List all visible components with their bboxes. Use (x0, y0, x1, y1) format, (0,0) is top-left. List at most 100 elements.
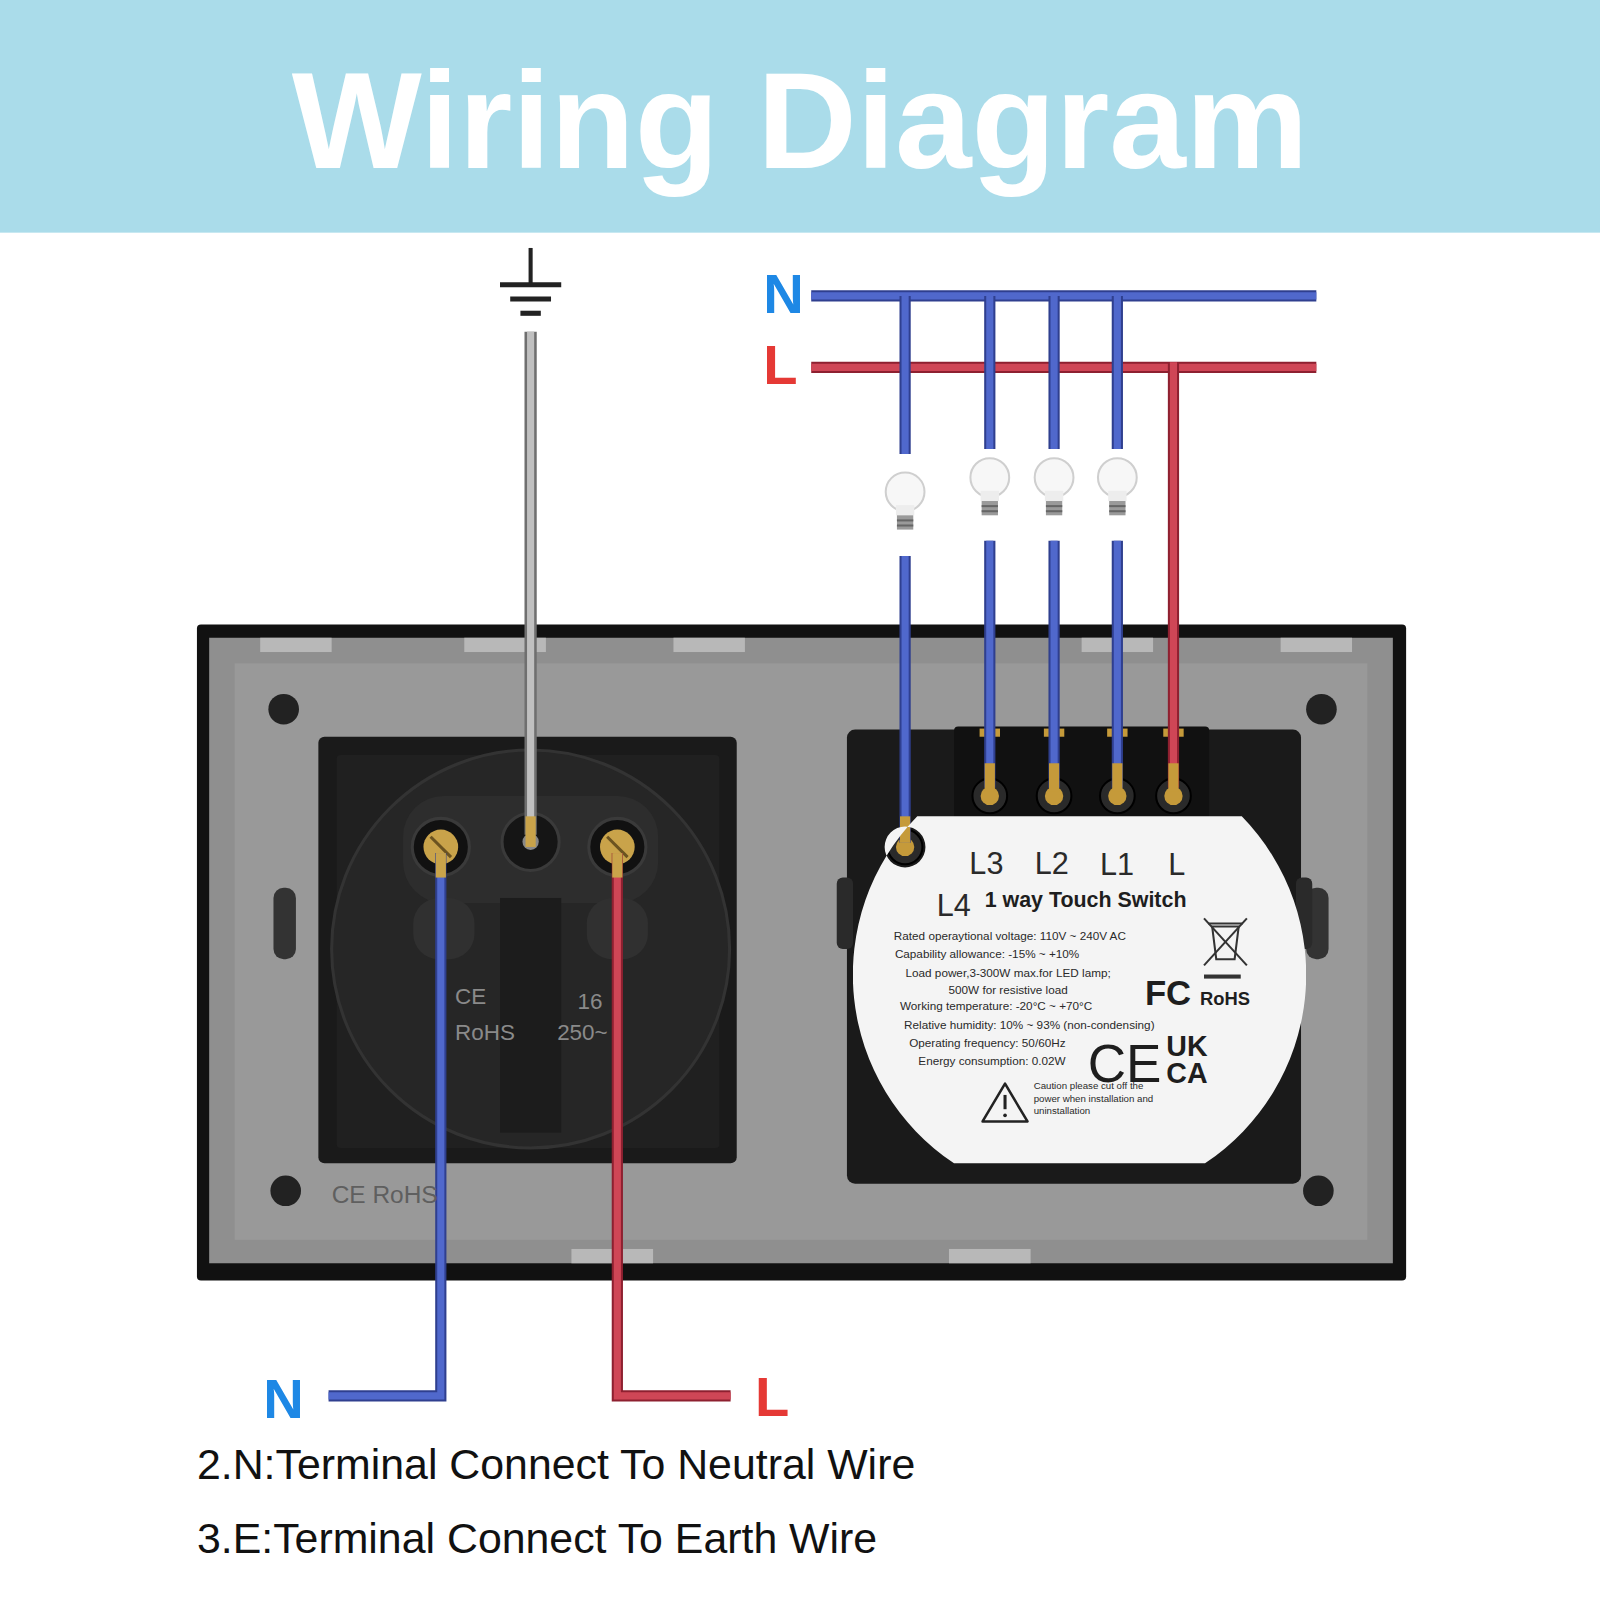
lamp-wires (1051, 541, 1058, 788)
socket-module (502, 813, 559, 870)
lamp-bulbs (886, 458, 1137, 529)
socket-wires (1168, 763, 1178, 792)
lamp-wires (1170, 362, 1177, 788)
earth-symbol (500, 248, 561, 313)
lamp-bulbs (1046, 501, 1062, 515)
lamp-bulbs (1035, 458, 1074, 515)
socket-wires (1112, 763, 1122, 792)
lamp-wires (1112, 296, 1123, 449)
lamp-bulbs (897, 515, 913, 529)
lamp-wires (1048, 541, 1059, 788)
rohs-bar (1204, 974, 1241, 978)
earth-wire (530, 332, 531, 835)
wall-plate (197, 624, 1406, 1280)
socket-wires (985, 763, 995, 792)
earth-symbol (500, 282, 561, 287)
fcc-mark: FC (1145, 976, 1191, 1011)
socket-stamp: 16 (578, 991, 603, 1013)
wall-plate (260, 638, 331, 652)
lamp-bulbs (982, 505, 998, 507)
lamp-wires (902, 296, 909, 454)
weee-bin-symbol (1208, 922, 1243, 924)
terminal-label: L4 (937, 890, 971, 921)
socket-stamp: 250~ (557, 1022, 608, 1044)
warning-mark (1003, 1113, 1007, 1117)
live-label: L (755, 1369, 789, 1425)
lamp-wires (986, 296, 993, 449)
socket-wires (617, 853, 730, 1396)
spec-line: Working temperature: -20°C ~ +70°C (900, 1000, 1092, 1012)
terminal-label: L (1168, 849, 1185, 880)
lamp-bulbs (1098, 458, 1137, 515)
supply-bus (811, 296, 1316, 367)
neutral-label: N (263, 1371, 304, 1427)
lamp-bulbs (1109, 505, 1125, 507)
supply-bus (811, 362, 1316, 373)
wall-plate (1306, 694, 1337, 725)
socket-stamp: RoHS (455, 1022, 515, 1044)
diagram-title: Wiring Diagram (0, 52, 1600, 190)
weee-bin-symbol (1204, 918, 1247, 965)
lamp-bulbs (897, 524, 913, 526)
wall-plate (949, 1249, 1031, 1263)
plate-stamp: CE RoHS (332, 1183, 438, 1207)
lamp-bulbs (981, 491, 999, 501)
socket-wires (526, 816, 536, 847)
terminal-label: L1 (1100, 849, 1134, 880)
lamp-wires (984, 296, 995, 449)
product-name: 1 way Touch Switch (985, 890, 1187, 911)
neutral-label: N (763, 266, 804, 322)
title-band (0, 0, 1600, 233)
lamp-wires (1048, 296, 1059, 449)
rohs-mark: RoHS (1200, 990, 1250, 1008)
label-disc (853, 816, 1306, 1163)
earth-symbol (520, 311, 540, 316)
lamp-wires (1051, 296, 1058, 449)
switch-label-disc: L3 L2 L1 L L4 1 way Touch SwitchRated operayt… (853, 748, 1306, 1201)
terminal-label: L2 (1035, 848, 1069, 879)
spec-line: Operating frequency: 50/60Hz (909, 1037, 1065, 1049)
socket-module (500, 898, 561, 1133)
lamp-wires (1114, 541, 1121, 788)
earth-symbol (510, 296, 551, 301)
lamp-bulbs (1046, 510, 1062, 512)
wall-plate (197, 624, 1406, 1280)
lamp-bulbs (886, 472, 925, 529)
spec-line: Energy consumption: 0.02W (918, 1055, 1065, 1067)
wall-plate (209, 638, 1393, 1264)
wall-plate (273, 888, 295, 959)
socket-wires (329, 853, 441, 1396)
lamp-bulbs (897, 519, 913, 521)
terminal-label: L3 (969, 848, 1003, 879)
lamp-bulbs (1109, 501, 1125, 515)
socket-wires (1049, 763, 1059, 792)
spec-line: Rated operaytional voltage: 110V ~ 240V … (894, 930, 1126, 942)
warning-triangle (983, 1084, 1028, 1122)
spec-line: Capability allowance: -15% ~ +10% (895, 948, 1079, 960)
lamp-bulbs (896, 505, 914, 515)
spec-line: Relative humidity: 10% ~ 93% (non-conden… (904, 1019, 1154, 1031)
supply-bus (811, 292, 1316, 299)
lamp-wires (899, 296, 910, 454)
lamp-bulbs (1045, 491, 1063, 501)
title-band (0, 0, 1600, 233)
lamp-wires (984, 541, 995, 788)
socket-wires (617, 853, 730, 1396)
switch-module (837, 878, 853, 949)
socket-wires (436, 853, 446, 877)
lamp-bulbs (982, 510, 998, 512)
note-line: 3.E:Terminal Connect To Earth Wire (197, 1517, 877, 1560)
ukca-mark: UK CA (1166, 1033, 1219, 1087)
wall-plate (1303, 1176, 1334, 1207)
earth-symbol (529, 248, 533, 284)
lamp-wires (986, 541, 993, 788)
lamp-wires (1114, 296, 1121, 449)
supply-bus (811, 364, 1316, 371)
spec-line: Load power,3-300W max.for LED lamp; 500W… (890, 964, 1127, 998)
lamp-bulbs (1108, 491, 1126, 501)
wall-plate (268, 694, 299, 725)
wall-plate (270, 1176, 301, 1207)
earth-wire (527, 332, 534, 835)
